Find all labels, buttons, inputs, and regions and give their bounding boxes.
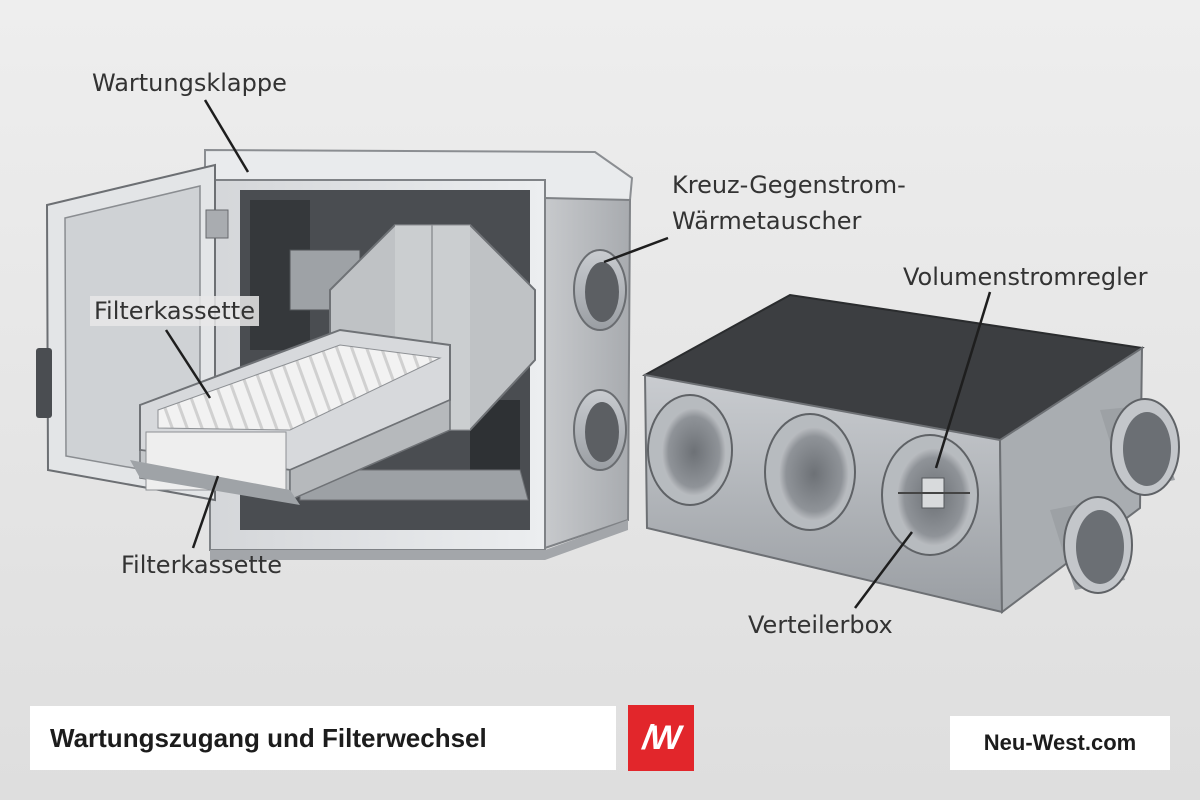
label-waermetauscher-line1: Kreuz-Gegenstrom- <box>672 170 906 200</box>
label-filterkassette-lower: Filterkassette <box>121 550 282 580</box>
caption-banner: Wartungszugang und Filterwechsel <box>30 706 616 770</box>
label-wartungsklappe: Wartungsklappe <box>92 68 287 98</box>
outlet-2 <box>765 414 855 530</box>
label-waermetauscher-line2: Wärmetauscher <box>672 206 861 236</box>
label-filterkassette-upper: Filterkassette <box>90 296 259 326</box>
caption-title: Wartungszugang und Filterwechsel <box>30 723 487 754</box>
website-text: Neu-West.com <box>984 730 1136 756</box>
brand-logo: /W <box>628 705 694 771</box>
logo-mark: /W <box>642 719 680 758</box>
website-badge: Neu-West.com <box>950 716 1170 770</box>
outlet-1 <box>648 395 732 505</box>
label-volumenstromregler: Volumenstromregler <box>903 262 1147 292</box>
label-verteilerbox: Verteilerbox <box>748 610 893 640</box>
outlet-3 <box>882 435 978 555</box>
